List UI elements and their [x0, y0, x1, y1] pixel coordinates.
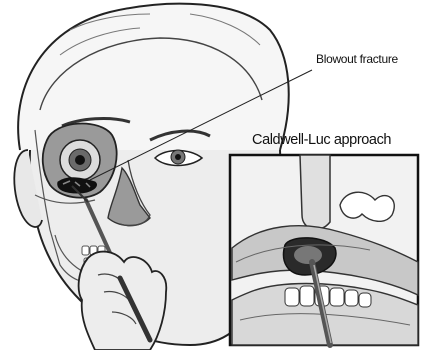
right-pupil [175, 154, 181, 160]
inset-nose [340, 192, 394, 221]
inset-antrostomy-interior [294, 246, 322, 264]
left-pupil [75, 155, 85, 165]
caldwell-luc-approach-label: Caldwell-Luc approach [252, 132, 391, 148]
blowout-fracture-label: Blowout fracture [316, 52, 398, 66]
inset-retractor [300, 155, 330, 229]
